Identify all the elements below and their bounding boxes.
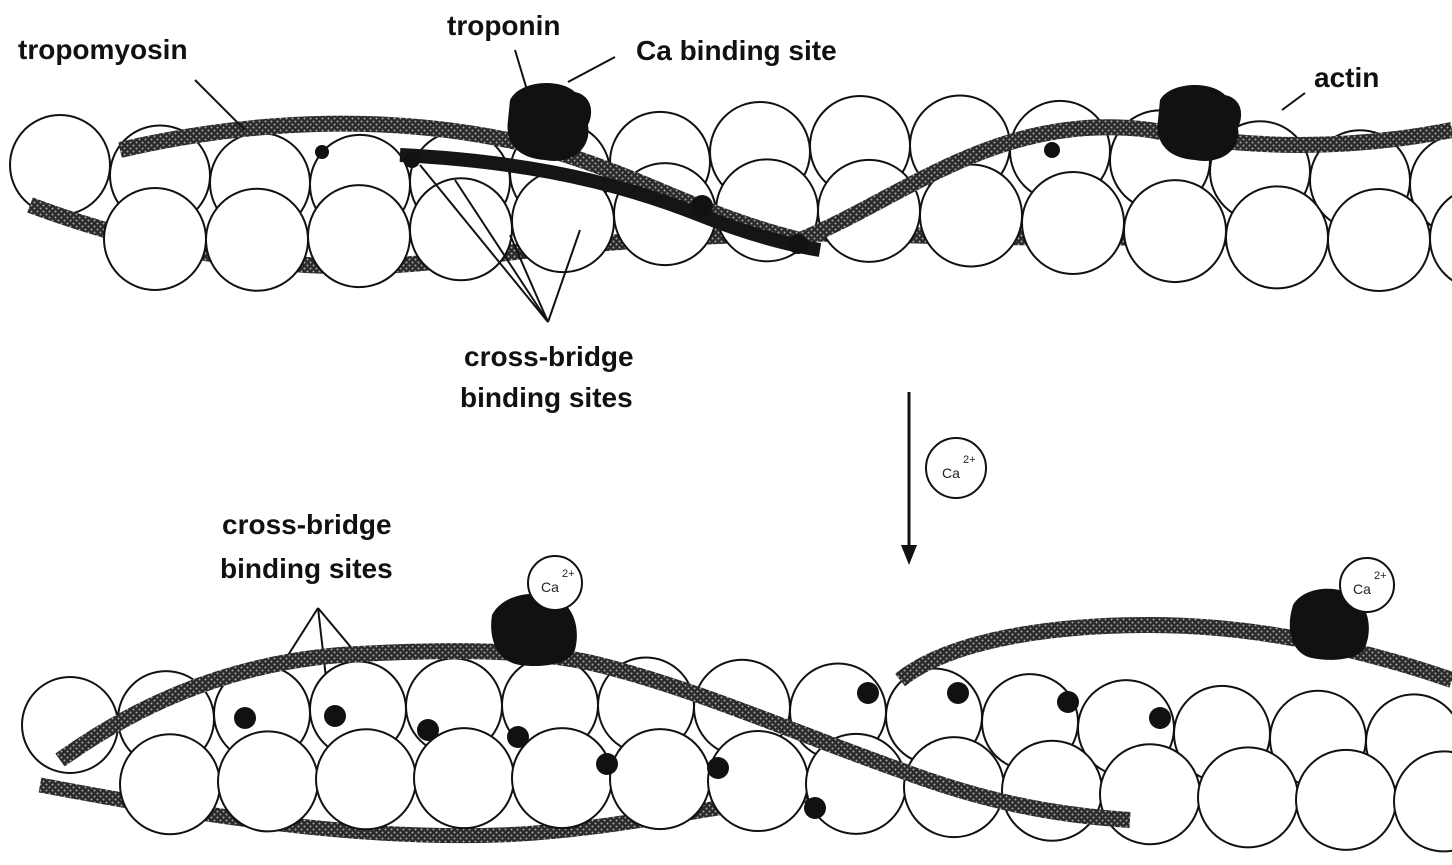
actin-monomer — [1022, 172, 1124, 274]
actin-leader — [1282, 93, 1305, 110]
actin-monomer — [308, 185, 410, 287]
ca-binding-site-leader — [568, 57, 615, 82]
calcium-influx-arrow — [901, 392, 917, 565]
cross-bridge-binding-site-covered — [315, 145, 329, 159]
calcium-symbol: Ca — [1353, 581, 1371, 597]
tropomyosin-leader — [195, 80, 245, 130]
cross-bridge-binding-site-exposed — [707, 757, 729, 779]
actin-monomer — [708, 731, 808, 831]
actin-monomer — [410, 178, 512, 280]
cross-bridge-binding-site-exposed — [857, 682, 879, 704]
bottom-ca-bound-left: Ca 2+ — [528, 556, 582, 610]
actin-monomer — [120, 734, 220, 834]
top-filament-resting — [10, 83, 1452, 291]
actin-monomer — [218, 731, 318, 831]
calcium-charge: 2+ — [1374, 570, 1387, 582]
bottom-filament-activated: Ca 2+ Ca 2+ — [22, 556, 1452, 851]
bottom-tropomyosin-strand-upper-right — [900, 625, 1452, 680]
label-cross-bridge-bottom-line1: cross-bridge — [222, 511, 392, 539]
cross-bridge-binding-site-exposed — [234, 707, 256, 729]
actin-monomer — [1296, 750, 1396, 850]
cross-bridge-binding-site-exposed — [417, 719, 439, 741]
actin-monomer — [1124, 180, 1226, 282]
bottom-ca-bound-right: Ca 2+ — [1340, 558, 1394, 612]
actin-monomer — [316, 729, 416, 829]
label-ca-binding-site: Ca binding site — [636, 37, 837, 65]
top-troponin-left — [507, 83, 591, 161]
calcium-ion: Ca 2+ — [926, 438, 986, 498]
cross-bridge-binding-site-covered — [1044, 142, 1060, 158]
label-cross-bridge-top-line1: cross-bridge — [464, 343, 634, 371]
actin-monomer — [206, 189, 308, 291]
calcium-charge: 2+ — [562, 568, 575, 580]
label-tropomyosin: tropomyosin — [18, 36, 188, 64]
actin-monomer — [1002, 741, 1102, 841]
cross-bridge-binding-site-exposed — [1149, 707, 1171, 729]
cross-bridge-binding-site-exposed — [324, 705, 346, 727]
calcium-charge: 2+ — [963, 454, 976, 466]
label-cross-bridge-bottom-line2: binding sites — [220, 555, 393, 583]
label-actin: actin — [1314, 64, 1379, 92]
cross-bridge-binding-site-exposed — [1057, 691, 1079, 713]
calcium-symbol: Ca — [942, 465, 960, 481]
actin-monomer — [1198, 747, 1298, 847]
actin-monomer — [10, 115, 110, 215]
actin-monomer — [1226, 186, 1328, 288]
actin-monomer — [104, 188, 206, 290]
cross-bridge-binding-site-covered — [404, 152, 420, 168]
cross-bridge-binding-site-covered — [788, 234, 808, 254]
actin-monomer — [1100, 744, 1200, 844]
calcium-symbol: Ca — [541, 579, 559, 595]
actin-monomer — [1328, 189, 1430, 291]
actin-monomer — [610, 729, 710, 829]
label-cross-bridge-top-line2: binding sites — [460, 384, 633, 412]
cross-bridge-binding-site-covered — [691, 195, 713, 217]
cross-bridge-binding-site-exposed — [596, 753, 618, 775]
label-troponin: troponin — [447, 12, 561, 40]
actin-monomer — [414, 728, 514, 828]
top-troponin-right — [1157, 85, 1241, 161]
cross-bridge-binding-site-exposed — [507, 726, 529, 748]
cross-bridge-binding-site-exposed — [804, 797, 826, 819]
cross-bridge-binding-site-exposed — [947, 682, 969, 704]
